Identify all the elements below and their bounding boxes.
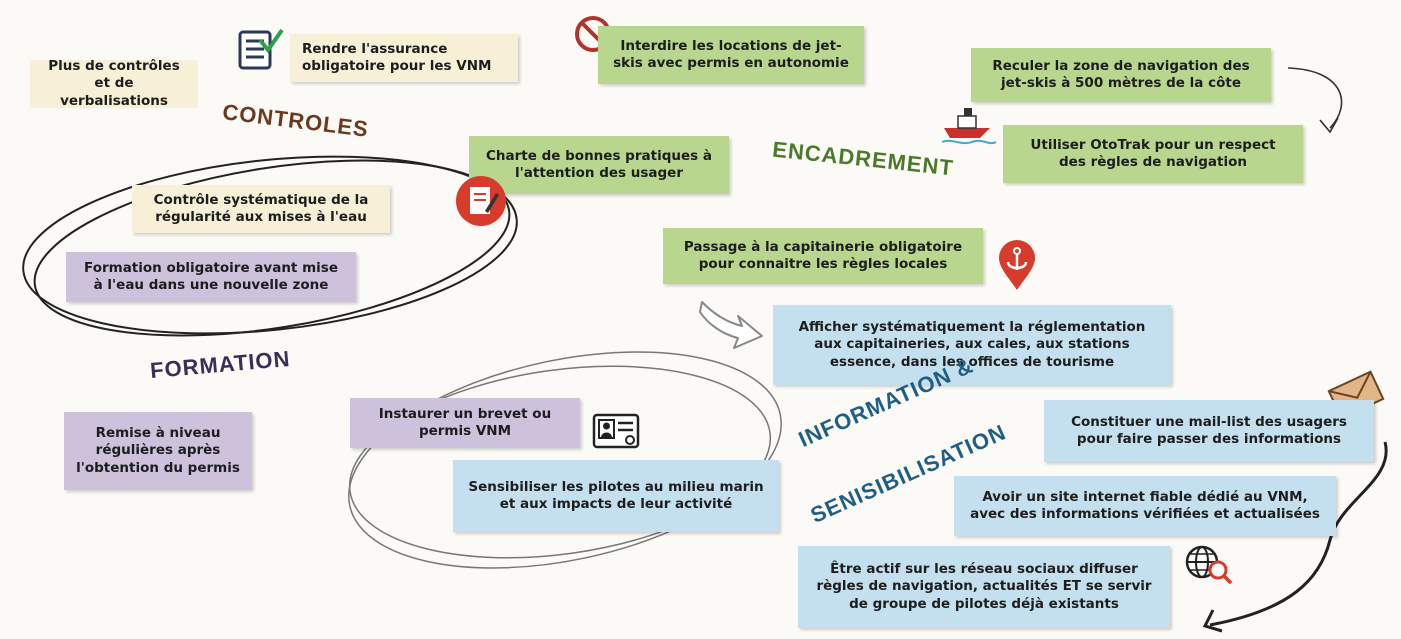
remise-niveau-card: Remise à niveau régulières après l'obten… xyxy=(64,412,252,490)
reglementation-card: Afficher systématiquement la réglementat… xyxy=(773,305,1171,385)
arrow-icon xyxy=(696,292,766,358)
controles-ellipse xyxy=(22,155,518,335)
brevet-card: Instaurer un brevet ou permis VNM xyxy=(350,398,580,448)
id-card-icon xyxy=(592,412,640,454)
ototrak-card: Utiliser OtoTrak pour un respect des règ… xyxy=(1003,125,1303,183)
jetski-location-card: Interdire les locations de jet-skis avec… xyxy=(598,26,864,84)
mail-list-card: Constituer une mail-list des usagers pou… xyxy=(1044,400,1374,462)
verbalisation-card: Plus de contrôles et de verbalisations xyxy=(30,58,198,109)
web-search-icon xyxy=(1184,544,1234,590)
anchor-pin-icon xyxy=(997,240,1037,296)
controles-ellipse-2 xyxy=(33,159,511,337)
reseaux-sociaux-card: Être actif sur les réseau sociaux diffus… xyxy=(798,546,1170,628)
zone-navigation-card: Reculer la zone de navigation des jet-sk… xyxy=(971,48,1271,102)
charte-card: Charte de bonnes pratiques à l'attention… xyxy=(469,136,729,194)
boat-icon xyxy=(940,102,998,150)
formation-ellipse xyxy=(348,351,782,569)
formation-obligatoire-card: Formation obligatoire avant mise à l'eau… xyxy=(66,252,356,302)
capitainerie-card: Passage à la capitainerie obligatoire po… xyxy=(663,228,983,284)
sensibiliser-card: Sensibiliser les pilotes au milieu marin… xyxy=(453,460,779,532)
notebook-icon xyxy=(455,175,507,231)
checklist-icon xyxy=(236,26,284,76)
formation-ellipse-2 xyxy=(348,365,772,559)
curved-arrow-navigation xyxy=(1287,67,1343,129)
controle-mise-eau-card: Contrôle systématique de la régularité a… xyxy=(132,185,390,233)
site-internet-card: Avoir un site internet fiable dédié au V… xyxy=(954,476,1336,536)
assurance-card: Rendre l'assurance obligatoire pour les … xyxy=(290,34,518,82)
squiggle-arrow-information xyxy=(1209,441,1388,627)
